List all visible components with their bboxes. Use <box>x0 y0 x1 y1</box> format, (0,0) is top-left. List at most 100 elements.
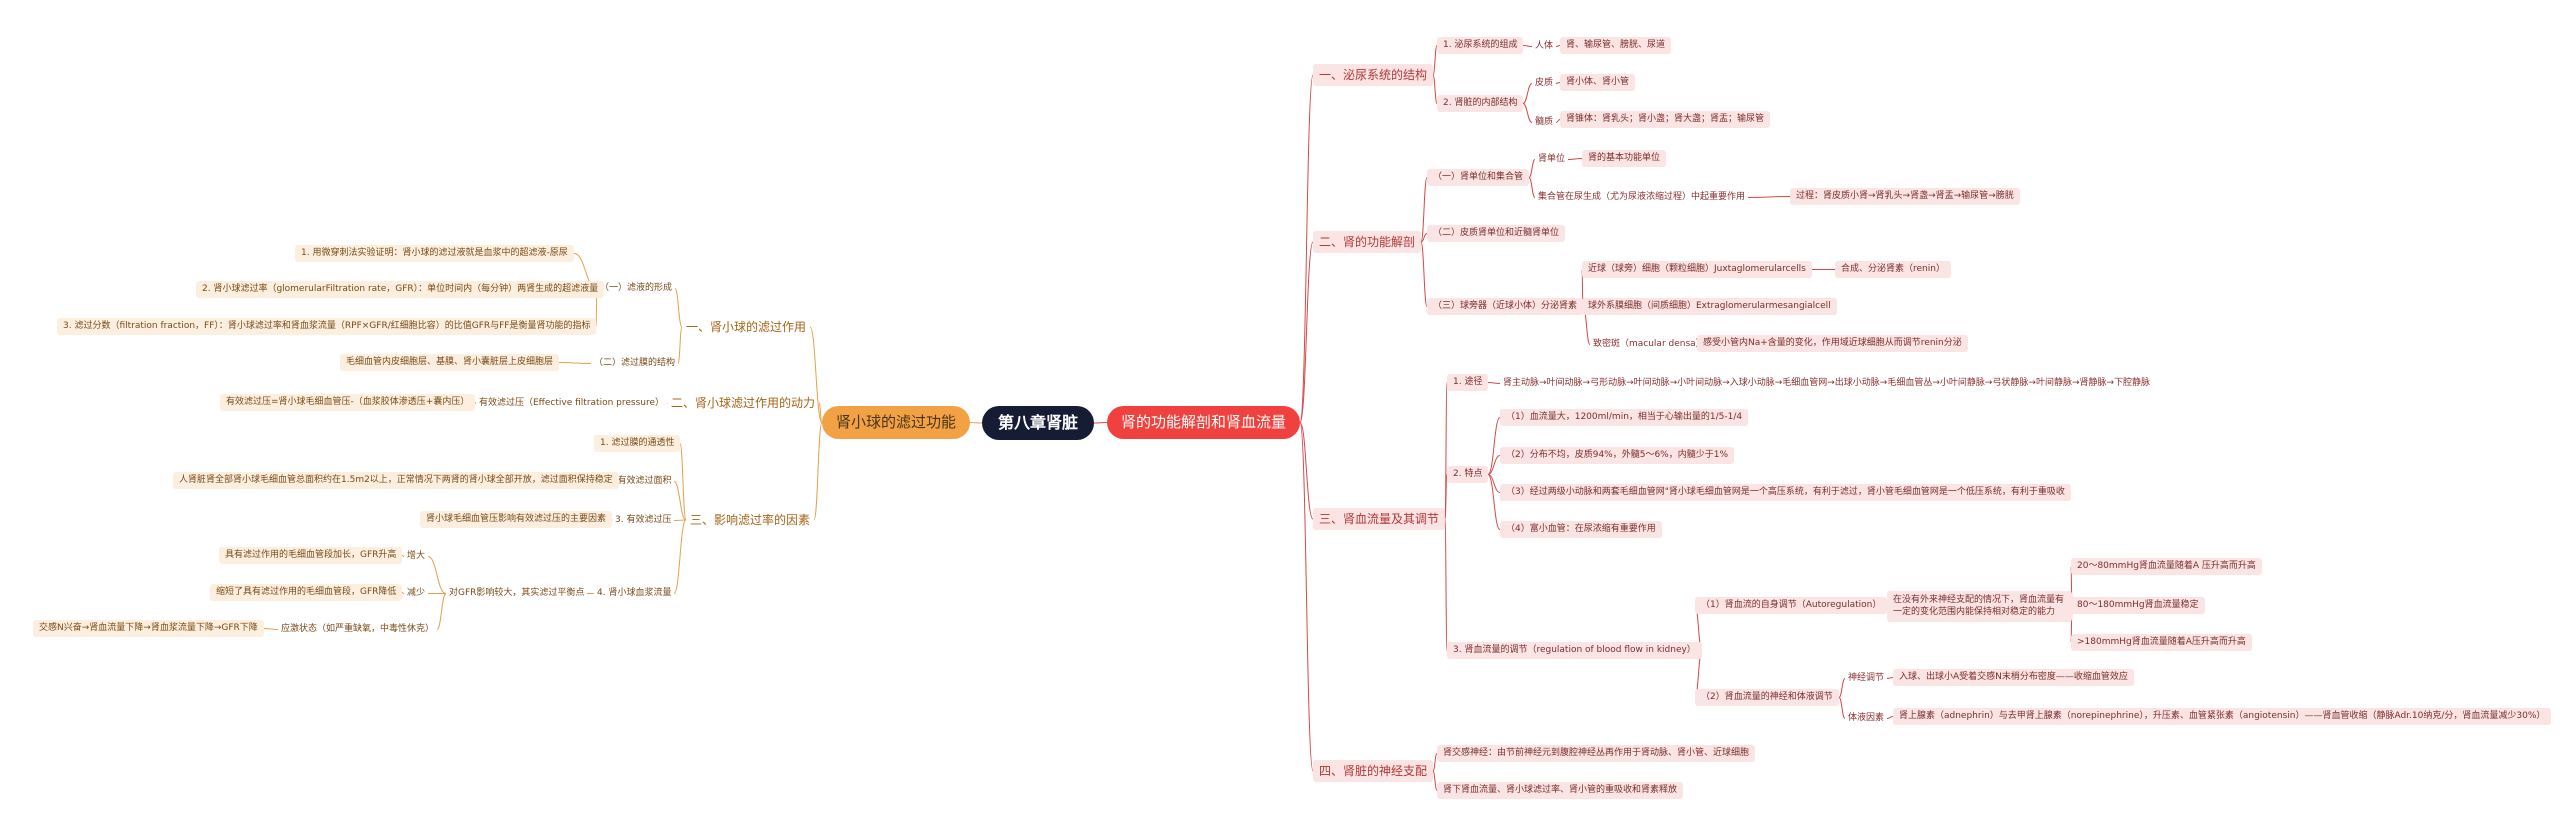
node-neural-content[interactable]: 入球、出球小A受着交感N末梢分布密度——收缩血管效应 <box>1893 669 2134 686</box>
node-pressure-low[interactable]: 20～80mmHg肾血流量随着A 压升高而升高 <box>2071 558 2262 575</box>
node-medulla-content[interactable]: 肾锥体：肾乳头；肾小盏；肾大盏；肾盂；输尿管 <box>1560 111 1771 128</box>
connector-node-process <box>1747 196 1791 198</box>
node-decrease-desc[interactable]: 缩短了具有滤过作用的毛细血管段，GFR降低 <box>210 584 403 601</box>
node-humoral[interactable]: 体液因素 <box>1848 713 1885 723</box>
connector-node-membrane-layers <box>558 362 592 364</box>
node-effective-pressure[interactable]: 3. 有效滤过压 <box>615 515 672 525</box>
connector-sec-renal-blood-flow <box>1299 422 1314 520</box>
node-feature-3[interactable]: （3）经过两级小动脉和两套毛细血管网"肾小球毛细血管网是一个高压系统，有利于滤过… <box>1500 484 2071 501</box>
node-kidney-internal[interactable]: 2. 肾脏的内部结构 <box>1437 95 1524 112</box>
node-organs[interactable]: 肾、输尿管、膀胱、尿道 <box>1560 37 1672 54</box>
node-decrease[interactable]: 减少 <box>407 588 426 598</box>
node-pressure-stable[interactable]: 80～180mmHg肾血流量稳定 <box>2071 597 2205 614</box>
sec-urinary-structure[interactable]: 一、泌尿系统的结构 <box>1313 64 1434 86</box>
main-topic-filtration[interactable]: 肾小球的滤过功能 <box>822 406 971 439</box>
main-topic-anatomy[interactable]: 肾的功能解剖和肾血流量 <box>1107 406 1301 439</box>
node-nephron[interactable]: 肾单位 <box>1538 154 1566 164</box>
node-process[interactable]: 过程：肾皮质小肾→肾乳头→肾盏→肾盂→输尿管→膀胱 <box>1790 188 2020 205</box>
node-features[interactable]: 2. 特点 <box>1447 466 1489 483</box>
node-pressure-desc[interactable]: 肾小球毛细血管压影响有效滤过压的主要因素 <box>420 511 613 528</box>
node-ff[interactable]: 3. 滤过分数（filtration fraction，FF）：肾小球滤过率和肾… <box>57 318 597 335</box>
node-humoral-content[interactable]: 肾上腺素（adnephrin）与去甲肾上腺素（norepinephrine），升… <box>1893 708 2552 725</box>
center-topic[interactable]: 第八章肾脏 <box>982 406 1095 440</box>
node-gfr[interactable]: 2. 肾小球滤过率（glomerularFiltration rate，GFR）… <box>196 281 605 298</box>
sec-nerve-supply[interactable]: 四、肾脏的神经支配 <box>1313 760 1434 782</box>
connector-node-feature-1 <box>1487 417 1501 475</box>
connector-node-human <box>1522 45 1533 47</box>
node-stress-desc[interactable]: 交感N兴奋→肾血流量下降→肾血浆流量下降→GFR下降 <box>33 620 264 637</box>
node-medulla[interactable]: 髓质 <box>1535 117 1554 127</box>
sec-filtration-force[interactable]: 二、肾小球滤过作用的动力 <box>671 396 816 410</box>
connector-sec-gfr-factors <box>813 422 823 521</box>
node-juxtaglomerular-apparatus[interactable]: （三）球旁器（近球小体）分泌肾素 <box>1427 298 1584 315</box>
connector-node-increase <box>427 556 447 594</box>
connector-sec-kidney-function <box>1299 241 1314 423</box>
node-feature-1[interactable]: （1）血流量大，1200ml/min，相当于心输出量的1/5-1/4 <box>1500 409 1749 426</box>
node-nephron-duct[interactable]: （一）肾单位和集合管 <box>1427 169 1530 186</box>
node-pathway[interactable]: 1. 途径 <box>1447 374 1489 391</box>
connector-node-pathway-content <box>1487 382 1501 384</box>
connector-sec-nerve-supply <box>1299 422 1314 772</box>
node-permeability[interactable]: 1. 滤过膜的通透性 <box>594 435 681 452</box>
node-plasma-flow[interactable]: 4. 肾小球血浆流量 <box>597 588 672 598</box>
connector-main-topic-anatomy <box>1093 422 1108 424</box>
node-increase[interactable]: 增大 <box>407 551 426 561</box>
connector-node-juxtaglomerular-apparatus <box>1420 241 1428 307</box>
connector-node-effective-pressure <box>673 519 687 521</box>
node-cortex[interactable]: 皮质 <box>1535 78 1554 88</box>
node-cortical-nephron[interactable]: （二）皮质肾单位和近髓肾单位 <box>1427 225 1566 242</box>
node-membrane-layers[interactable]: 毛细血管内皮细胞层、基膜、肾小囊脏层上皮细胞层 <box>340 354 560 371</box>
node-area-desc[interactable]: 人肾脏肾全部肾小球毛细血管总面积约在1.5m2以上，正常情况下两肾的肾小球全部开… <box>173 472 619 489</box>
node-increase-desc[interactable]: 具有滤过作用的毛细血管段加长，GFR升高 <box>219 547 403 564</box>
node-juxta-cells[interactable]: 近球（球旁）细胞（颗粒细胞）Juxtaglomerularcells <box>1582 261 1812 278</box>
node-regulation[interactable]: 3. 肾血流量的调节（regulation of blood flow in k… <box>1447 642 1702 659</box>
connector-node-stress-state <box>436 593 447 630</box>
node-efp-formula[interactable]: 有效滤过压=肾小球毛细血管压-（血浆胶体渗透压+囊内压） <box>220 394 476 411</box>
connector-node-medulla <box>1522 103 1533 123</box>
node-renin[interactable]: 合成、分泌肾素（renin） <box>1835 261 1951 278</box>
node-balance-point[interactable]: 对GFR影响较大，其实滤过平衡点 <box>449 588 585 598</box>
node-autoregulation[interactable]: （1）肾血流的自身调节（Autoregulation） <box>1695 597 1888 614</box>
node-sympathetic[interactable]: 肾交感神经：由节前神经元到腹腔神经丛再作用于肾动脉、肾小管、近球细胞 <box>1437 745 1756 762</box>
connector-sec-urinary-structure <box>1299 74 1314 423</box>
connector-node-feature-3 <box>1487 474 1501 493</box>
node-collecting-duct[interactable]: 集合管在尿生成（尤为尿液浓缩过程）中起重要作用 <box>1538 192 1746 202</box>
connector-node-permeability <box>679 443 687 521</box>
connector-node-filtrate-formation <box>674 288 683 328</box>
sec-renal-blood-flow[interactable]: 三、肾血流量及其调节 <box>1313 508 1446 530</box>
connector-node-feature-4 <box>1487 474 1501 530</box>
connector-node-filtration-area <box>673 481 687 521</box>
node-mesangial[interactable]: 球外系膜细胞（间质细胞）Extraglomerularmesangialcell <box>1582 298 1837 315</box>
node-micropuncture[interactable]: 1. 用微穿刺法实验证明：肾小球的滤过液就是血浆中的超滤液-原尿 <box>295 245 574 262</box>
node-feature-2[interactable]: （2）分布不均，皮质94%，外髓5～6%，内髓少于1% <box>1500 447 1735 464</box>
node-sympathetic-effect[interactable]: 肾下肾血流量、肾小球滤过率、肾小管的重吸收和肾素释放 <box>1437 782 1684 799</box>
sec-kidney-function[interactable]: 二、肾的功能解剖 <box>1313 231 1422 253</box>
node-urinary-composition[interactable]: 1. 泌尿系统的组成 <box>1437 37 1524 54</box>
node-macula-function[interactable]: 感受小管内Na+含量的变化，作用域近球细胞从而调节renin分泌 <box>1697 335 1968 352</box>
node-stress-state[interactable]: 应激状态（如严重缺氧，中毒性休克） <box>281 624 435 634</box>
connector-main-topic-filtration <box>969 422 983 424</box>
node-membrane-structure[interactable]: （二）滤过膜的结构 <box>594 358 676 368</box>
connector-node-nephron-def <box>1567 158 1583 160</box>
sec-filtration-action[interactable]: 一、肾小球的滤过作用 <box>686 320 807 334</box>
node-human[interactable]: 人体 <box>1535 41 1554 51</box>
sec-gfr-factors[interactable]: 三、影响滤过率的因素 <box>690 513 811 527</box>
connector-node-stress-desc <box>263 628 279 630</box>
node-pressure-high[interactable]: >180mmHg肾血流量随着A压升高而升高 <box>2071 634 2252 651</box>
node-filtrate-formation[interactable]: （一）滤液的形成 <box>600 283 673 293</box>
node-macula-densa[interactable]: 致密斑（macular densa） <box>1593 339 1705 349</box>
connector-node-cortex <box>1522 83 1533 104</box>
node-cortex-content[interactable]: 肾小体、肾小管 <box>1560 74 1636 91</box>
node-nephron-def[interactable]: 肾的基本功能单位 <box>1582 150 1667 167</box>
node-feature-4[interactable]: （4）富小血管：在尿浓缩有重要作用 <box>1500 521 1662 538</box>
connector-node-plasma-flow <box>673 519 687 594</box>
connector-node-feature-2 <box>1487 455 1501 475</box>
connector-node-regulation <box>1444 518 1448 651</box>
node-filtration-area[interactable]: 2. 有效滤过面积 <box>606 476 672 486</box>
node-efp[interactable]: 有效滤过压（Effective filtration pressure） <box>479 398 665 408</box>
node-autoregulation-desc[interactable]: 在没有外来神经支配的情况下，肾血流量有一定的变化范围内能保持相对稳定的能力 <box>1887 591 2072 623</box>
node-neural-humoral[interactable]: （2）肾血流量的神经和体液调节 <box>1695 689 1839 706</box>
connector-node-pathway <box>1444 382 1448 520</box>
node-pathway-content[interactable]: 肾主动脉→叶间动脉→弓形动脉→叶间动脉→小叶间动脉→入球小动脉→毛细血管网→出球… <box>1503 378 2151 388</box>
node-neural[interactable]: 神经调节 <box>1848 673 1885 683</box>
